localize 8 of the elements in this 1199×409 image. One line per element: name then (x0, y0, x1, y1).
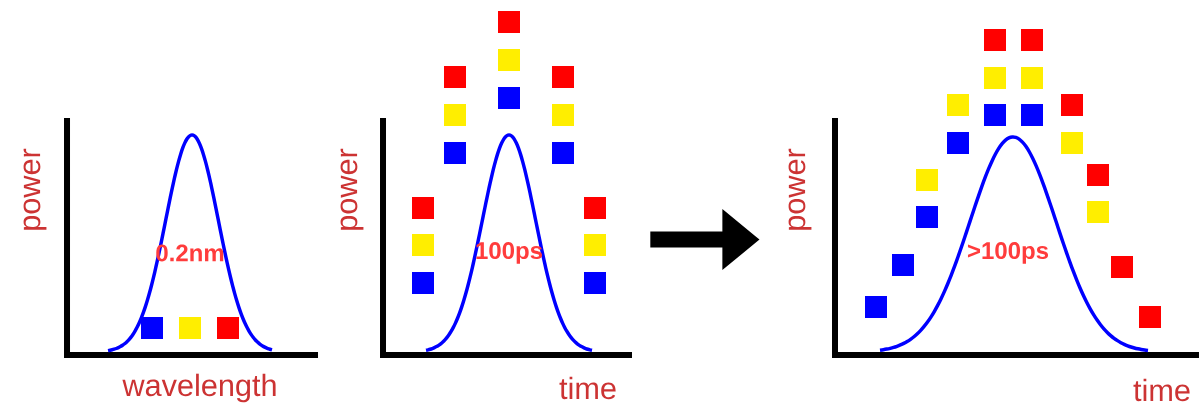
axis-label: wavelength (122, 373, 276, 403)
width-label: >100ps (967, 242, 1049, 264)
width-label: 100ps (476, 242, 543, 264)
axis-label: time (1133, 378, 1190, 402)
axis-label: power (788, 148, 812, 230)
axis-label: power (23, 148, 47, 230)
axis-label: time (559, 376, 616, 400)
axis-label: power (340, 148, 364, 230)
